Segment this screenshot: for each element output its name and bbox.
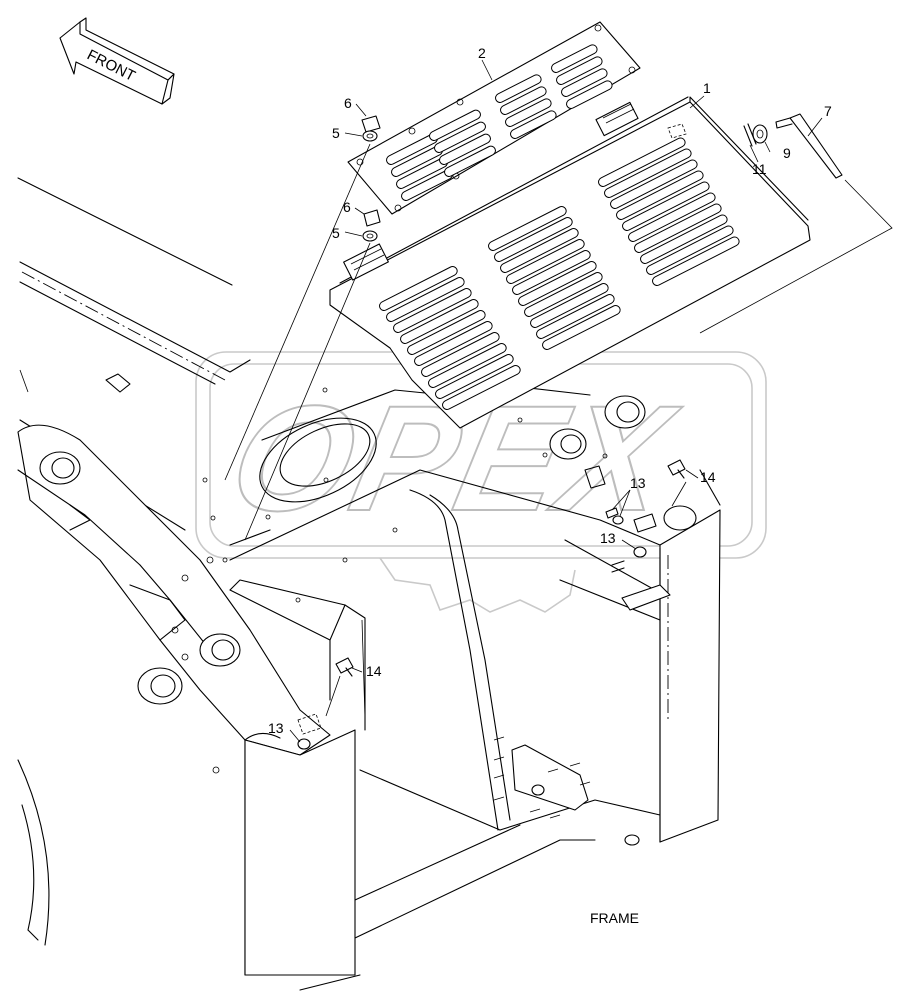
louver-slot [551,44,598,73]
nut-13-mid [612,515,624,525]
louver-slot [505,98,552,127]
louver-slot [598,137,686,187]
callout-14-right: 14 [700,469,716,485]
louver-slot [616,170,704,220]
louver-slot [439,133,491,165]
louver-slot [500,228,579,273]
louver-slot [640,214,728,264]
nut-13-right [633,546,647,558]
louver-slot [500,86,547,115]
louver-slot [518,261,597,306]
louver-slot [622,181,710,231]
louver-slot [386,277,465,322]
callout-14-left: 14 [366,663,382,679]
louver-slot [561,68,608,97]
frame-label: FRAME [590,910,639,926]
callout-5-lower: 5 [332,225,340,241]
louver-slot [495,74,542,103]
callout-11: 11 [752,161,767,177]
washer-5-lower [362,230,378,242]
cap-screw-6-lower [363,209,381,227]
washer-5-upper [362,130,378,142]
callout-2: 2 [478,45,486,61]
callout-5-upper: 5 [332,125,340,141]
louver-slot [429,109,481,141]
louver-slot [379,266,458,311]
latch-14-right [667,459,686,476]
callout-7: 7 [824,103,832,119]
louver-slot [512,250,591,295]
louver-slot [604,148,692,198]
cap-screw-6-upper [361,115,381,133]
louver-slot [610,159,698,209]
louver-slot [442,365,521,410]
louver-slot [510,110,557,139]
louver-slot [400,299,479,344]
lift-arm-link [17,424,356,976]
louver-slot [421,332,500,377]
rear-grille-panel-1 [329,96,811,429]
louver-slot [646,225,734,275]
callout-6-lower: 6 [343,199,351,215]
louver-slot [428,343,507,388]
hardware [297,113,843,750]
louver-slot [407,310,486,355]
louver-slot [652,236,740,286]
front-direction-arrow: FRONT [59,17,175,105]
top-grille-panel-2 [347,21,641,215]
louver-slot [530,283,609,328]
callout-6-upper: 6 [344,95,352,111]
callout-labels: 1 2 5 5 6 6 7 9 11 13 13 13 14 14 FRAME [268,45,832,926]
callout-13-left: 13 [268,720,284,736]
louver-slot [524,272,603,317]
leader-lines [224,59,893,743]
louver-slot [494,217,573,262]
callout-13-mid: 13 [630,475,646,491]
louver-slot [488,206,567,251]
callout-1: 1 [703,80,711,96]
nut-13-left [297,738,311,750]
louver-slot [536,294,615,339]
hinge-lower [343,243,389,281]
callout-13-right: 13 [600,530,616,546]
louver-slot [444,145,496,177]
callout-9: 9 [783,145,791,161]
louver-slot [634,203,722,253]
louver-slot [542,305,621,350]
louver-slot [566,80,613,109]
cotter-pin-11 [743,123,757,147]
louver-slot [556,56,603,85]
latch-14-left [335,657,354,674]
louver-slot [435,354,514,399]
louver-slot [414,321,493,366]
louver-slot [393,288,472,333]
prop-rod-7 [789,113,843,179]
louver-slot [506,239,585,284]
louver-slot [434,121,486,153]
louver-slot [628,192,716,242]
washer-9 [752,124,768,144]
